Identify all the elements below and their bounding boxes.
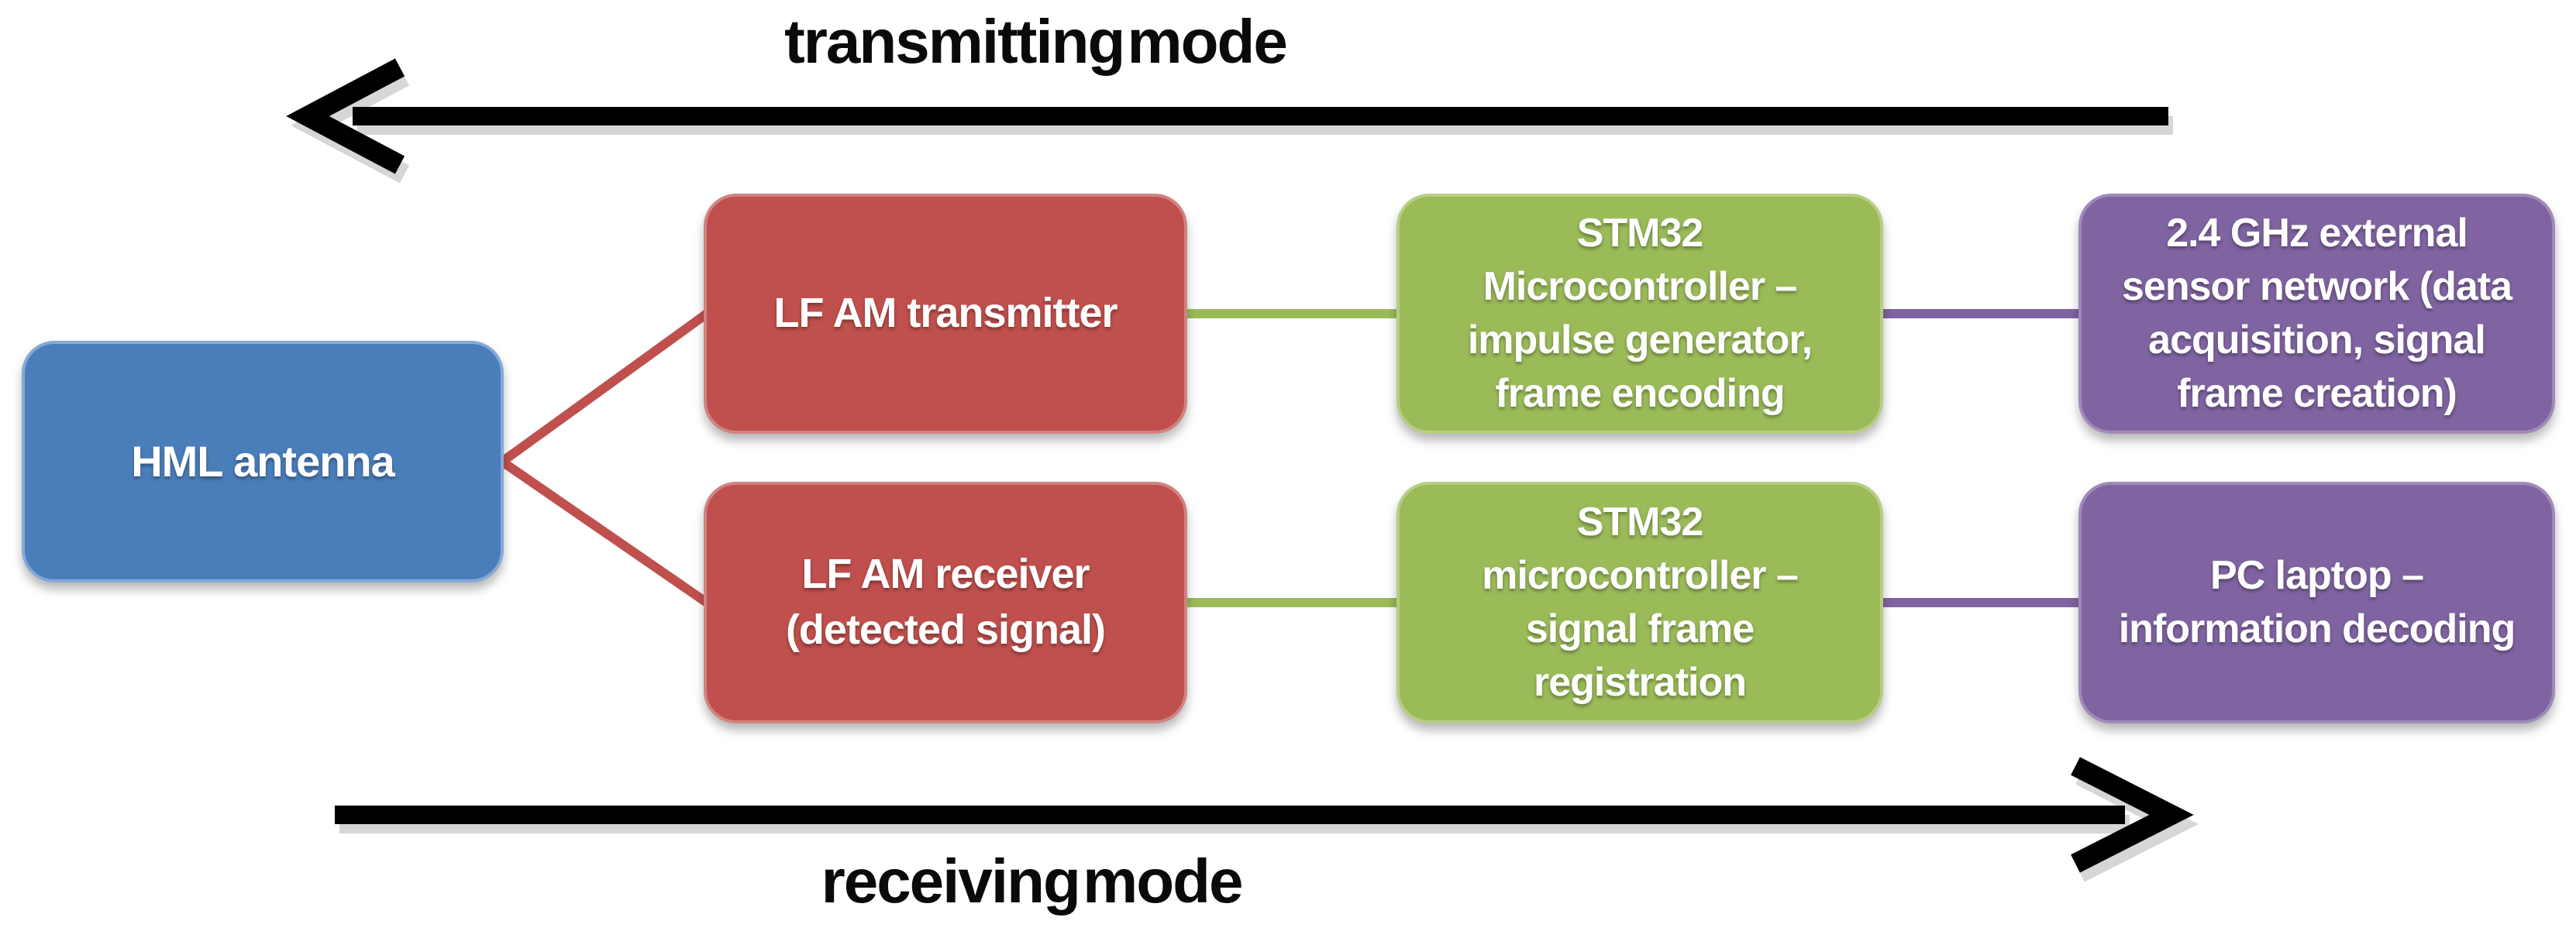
link-antenna-receiver: [499, 458, 710, 606]
node-stm32-impulse-generator: STM32 Microcontroller – impulse generato…: [1396, 194, 1883, 434]
receiving-mode-label: receiving mode: [821, 847, 1244, 916]
node-hml-antenna: HML antenna: [22, 341, 504, 582]
node-label: PC laptop – information decoding: [2118, 552, 2516, 651]
node-lf-am-receiver: LF AM receiver (detected signal): [704, 482, 1187, 723]
node-label: 2.4 GHz external sensor network (data ac…: [2121, 210, 2512, 417]
node-lf-am-transmitter: LF AM transmitter: [704, 194, 1187, 434]
transmitting-mode-label: transmitting mode: [784, 7, 1288, 76]
link-antenna-transmitter: [499, 310, 710, 466]
node-label: LF AM receiver (detected signal): [785, 551, 1106, 653]
node-label: HML antenna: [131, 436, 395, 486]
receiving-arrow-head: [2071, 757, 2194, 873]
node-label: STM32 microcontroller – signal frame reg…: [1482, 499, 1799, 706]
node-stm32-frame-registration: STM32 microcontroller – signal frame reg…: [1396, 482, 1883, 723]
transmitting-arrow-head: [286, 58, 405, 174]
node-label: STM32 Microcontroller – impulse generato…: [1467, 210, 1813, 417]
node-sensor-network: 2.4 GHz external sensor network (data ac…: [2078, 194, 2555, 434]
transmitting-direction-arrow: [286, 58, 2173, 184]
receiving-direction-arrow: [335, 757, 2199, 882]
node-pc-laptop: PC laptop – information decoding: [2078, 482, 2555, 723]
node-label: LF AM transmitter: [773, 290, 1118, 337]
